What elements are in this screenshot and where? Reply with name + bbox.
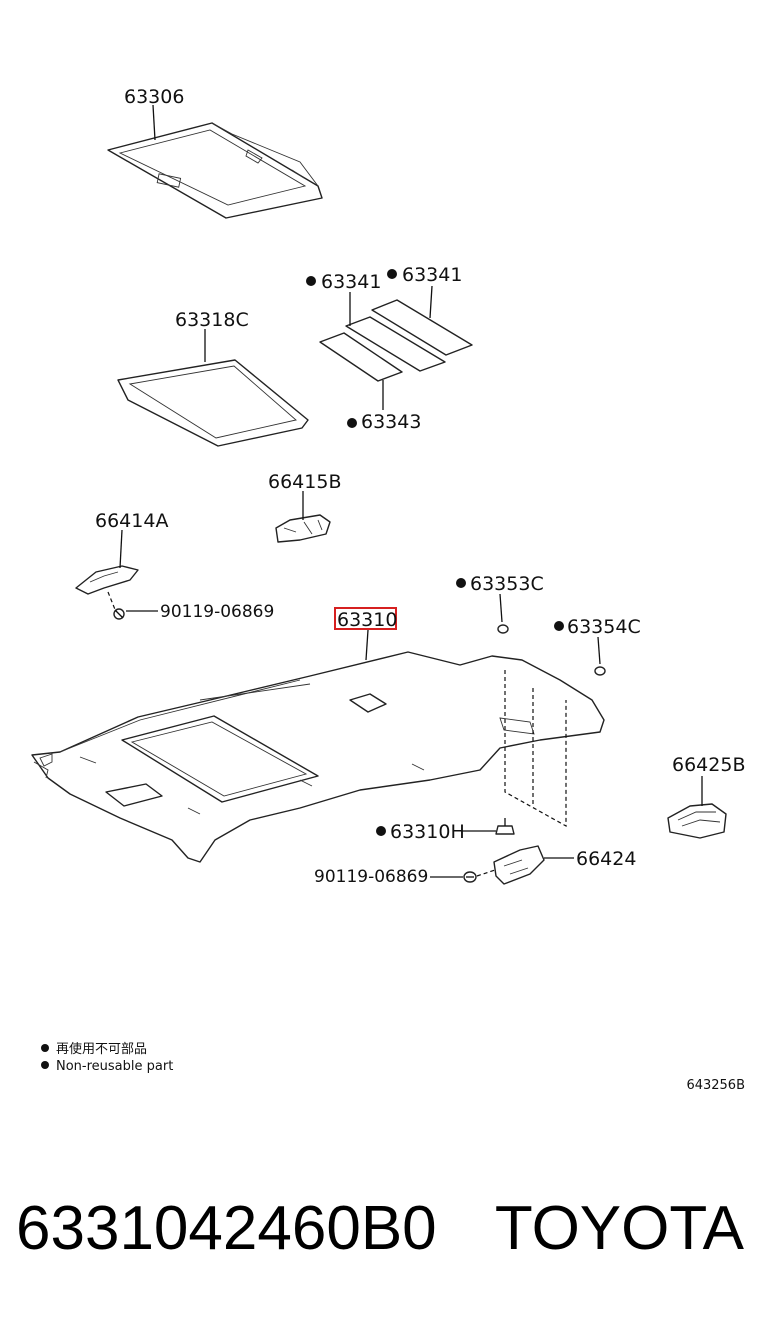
non-reusable-dot-spacer-c [456, 578, 466, 588]
callout-holder-b: 66415B [268, 471, 341, 493]
leader-spacer-d [597, 636, 601, 665]
spacer-c-part [497, 624, 509, 634]
brand-name: TOYOTA [494, 1194, 744, 1263]
non-reusable-dot-clip-h [376, 826, 386, 836]
callout-clip-h: 63310H [390, 821, 465, 843]
clip-h-part [495, 818, 515, 835]
drawing-code: 643256B [686, 1078, 745, 1093]
callout-sunshade: 63306 [124, 86, 184, 108]
callout-screw-top: 90119-06869 [160, 602, 274, 622]
callout-spacer-c: 63353C [470, 573, 544, 595]
hidden-edge-lines [504, 670, 567, 828]
reinforcement-pads [319, 299, 473, 382]
leader-spacer-c [499, 593, 503, 623]
leader-sunshade [152, 104, 156, 141]
callout-cover-b: 66425B [672, 754, 745, 776]
highlight-box [334, 607, 397, 630]
legend-dot-cn [41, 1044, 49, 1052]
non-reusable-dot-reinforce-a [306, 276, 316, 286]
callout-reinforce-b: 63341 [402, 264, 462, 286]
leader-reinforce-b [429, 285, 433, 319]
callout-screw-bottom: 90119-06869 [314, 867, 428, 887]
non-reusable-dot-spacer-d [554, 621, 564, 631]
legend-text-cn: 再使用不可部品 [56, 1041, 147, 1057]
leader-holder-a [119, 529, 123, 569]
sunroof-frame-part [117, 359, 309, 447]
holder-a-part [75, 565, 139, 595]
callout-headlining: 63310 [337, 609, 397, 631]
screw-top-part [107, 591, 125, 620]
spacer-d-part [594, 666, 606, 676]
legend-text-en: Non-reusable part [56, 1059, 173, 1074]
callout-pad: 63343 [361, 411, 421, 433]
headlining-part [31, 651, 605, 863]
non-reusable-dot-pad [347, 418, 357, 428]
callout-holder-a: 66414A [95, 510, 168, 532]
leader-headlining [365, 629, 369, 661]
holder-c-part [493, 845, 545, 885]
callout-holder-c: 66424 [576, 848, 636, 870]
sunshade-part [107, 122, 323, 219]
part-number: 6331042460B0 [16, 1194, 437, 1263]
screw-bottom-part [463, 869, 496, 883]
holder-b-part [275, 514, 331, 543]
callout-spacer-d: 63354C [567, 616, 641, 638]
callout-reinforce-a: 63341 [321, 271, 381, 293]
legend-dot-en [41, 1061, 49, 1069]
callout-frame: 63318C [175, 309, 249, 331]
cover-b-part [667, 803, 727, 839]
non-reusable-dot-reinforce-b [387, 269, 397, 279]
